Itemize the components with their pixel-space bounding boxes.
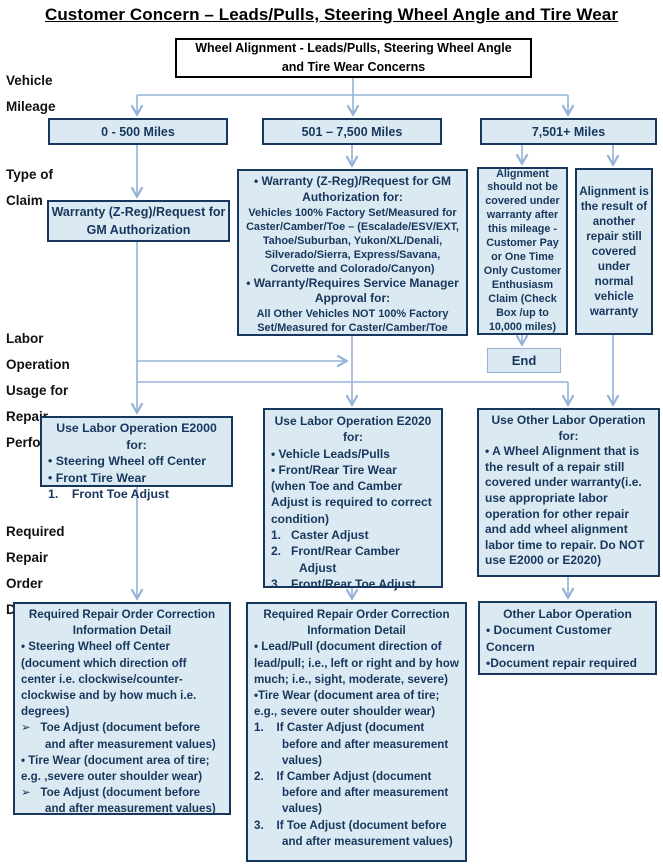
- node-text-line: ➢ Toe Adjust (document before and after …: [21, 786, 216, 816]
- node-text-line: 2. Front/Rear Camber Adjust: [271, 544, 400, 575]
- node-doc-steering-wheel: Required Repair Order Correction Informa…: [13, 602, 231, 815]
- node-mileage-7501-plus: 7,501+ Miles: [480, 118, 657, 145]
- node-text-line: • Front Tire Wear: [48, 470, 147, 485]
- node-text-line: ➢ Toe Adjust (document before and after …: [21, 721, 216, 751]
- node-doc-other-labor: Other Labor Operation • Document Customer…: [478, 601, 657, 675]
- node-text-line: 3. Front/Rear Toe Adjust: [271, 576, 416, 591]
- node-text-line: • Tire Wear (document area of tire; e.g.…: [21, 753, 210, 784]
- node-mileage-501-7500: 501 – 7,500 Miles: [262, 118, 442, 145]
- node-text-line: • Steering Wheel off Center: [48, 454, 207, 469]
- node-text-line: All Other Vehicles NOT 100% Factory Set/…: [256, 308, 449, 335]
- node-text-line: • A Wheel Alignment that is the result o…: [485, 444, 645, 568]
- side-label-type-of-claim: Type of Claim: [6, 167, 53, 208]
- node-end: End: [487, 348, 561, 373]
- node-text-line: Use Labor Operation E2000 for:: [56, 421, 217, 452]
- node-text-line: 1. Caster Adjust: [271, 528, 369, 543]
- node-mileage-0-500: 0 - 500 Miles: [48, 118, 228, 145]
- node-text-line: Use Labor Operation E2020 for:: [274, 414, 432, 445]
- side-label-labor-operation: Labor Operation Usage for Repair Perform…: [6, 331, 74, 450]
- node-text-line: 3. If Toe Adjust (document before and af…: [254, 818, 453, 848]
- node-text-line: 1. If Caster Adjust (document before and…: [254, 721, 449, 767]
- side-label-vehicle-mileage: Vehicle Mileage: [6, 73, 56, 114]
- node-claim-other-repair: Alignment is the result of another repai…: [575, 168, 653, 335]
- node-labor-e2000: Use Labor Operation E2000 for: • Steering…: [40, 416, 233, 501]
- node-text-line: • Lead/Pull (document direction of lead/…: [254, 640, 459, 686]
- node-text-line: • Vehicle Leads/Pulls: [271, 446, 390, 461]
- node-text-line: Required Repair Order Correction Informa…: [263, 608, 450, 638]
- node-text-line: • Warranty/Requires Service Manager Appr…: [246, 275, 459, 306]
- node-claim-warranty-zreg: Warranty (Z-Reg)/Request for GM Authoriz…: [47, 200, 230, 242]
- node-text-line: • Document Customer Concern: [486, 623, 612, 654]
- node-text-line: Required Repair Order Correction Informa…: [28, 608, 216, 638]
- node-text-line: 1. Front Toe Adjust: [48, 487, 169, 502]
- node-text-line: •Tire Wear (document area of tire; e.g.,…: [254, 689, 440, 719]
- node-text-line: Use Other Labor Operation for:: [491, 413, 646, 443]
- node-text-line: Other Labor Operation: [503, 607, 632, 621]
- node-doc-lead-pull: Required Repair Order Correction Informa…: [246, 602, 467, 862]
- page-title: Customer Concern – Leads/Pulls, Steering…: [44, 5, 619, 24]
- node-text-line: • Steering Wheel off Center (document wh…: [21, 640, 197, 719]
- node-text-line: •Document repair required: [486, 656, 637, 671]
- node-text-line: 2. If Camber Adjust (document before and…: [254, 770, 449, 816]
- node-claim-customer-pay: Alignment should not be covered under wa…: [477, 167, 568, 335]
- node-labor-e2020: Use Labor Operation E2020 for:• Vehicle …: [263, 408, 443, 591]
- node-text-line: Vehicles 100% Factory Set/Measured for C…: [246, 206, 459, 275]
- node-claim-warranty-middle: • Warranty (Z-Reg)/Request for GM Author…: [237, 169, 468, 336]
- node-labor-other: Use Other Labor Operation for:• A Wheel …: [477, 408, 660, 577]
- node-wheel-alignment-concerns: Wheel Alignment - Leads/Pulls, Steering …: [175, 38, 532, 78]
- node-text-line: (when Toe and Camber Adjust is required …: [271, 479, 432, 526]
- node-text-line: • Warranty (Z-Reg)/Request for GM Author…: [253, 174, 452, 204]
- node-text-line: • Front/Rear Tire Wear: [271, 462, 397, 477]
